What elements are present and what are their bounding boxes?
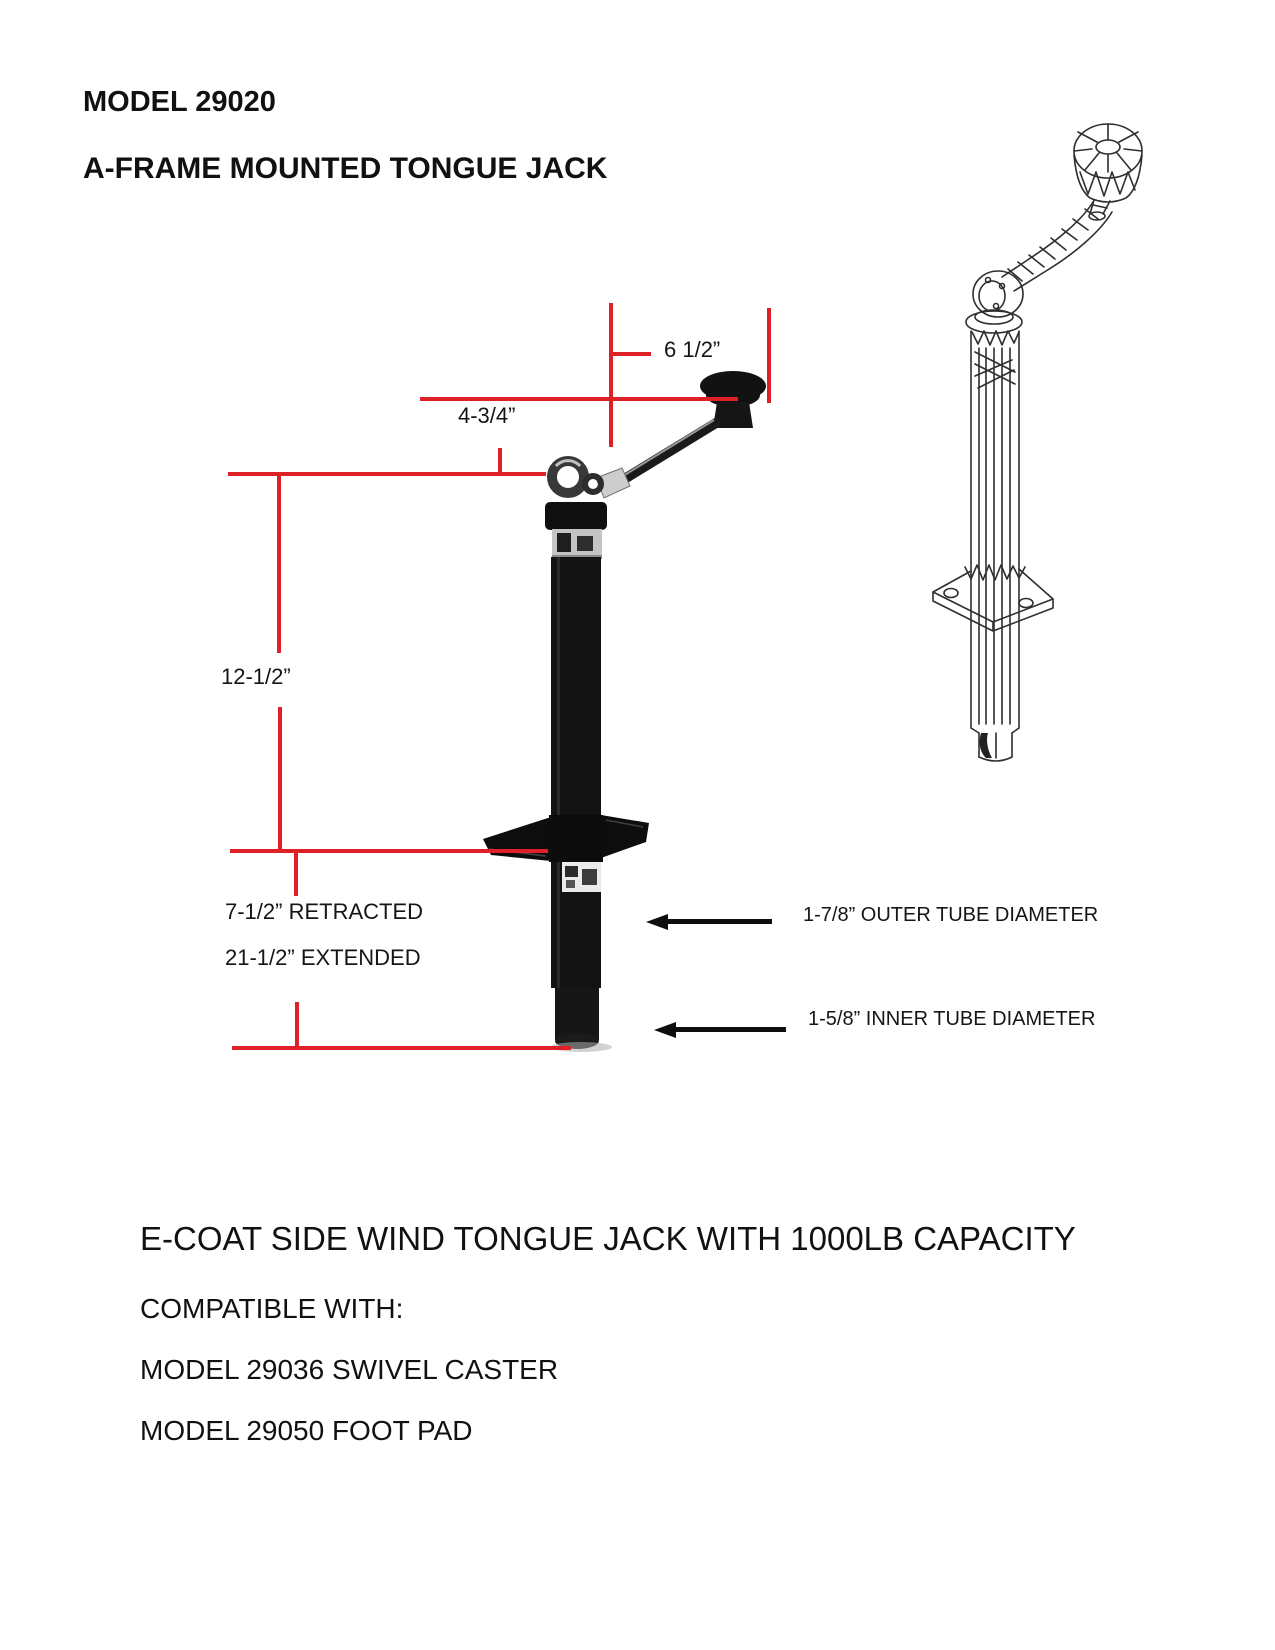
outer-tube bbox=[551, 557, 601, 988]
compatible-heading: COMPATIBLE WITH: bbox=[140, 1293, 404, 1324]
inner-tube-drawing bbox=[970, 727, 1020, 762]
dim-label-handle-height: 6 1/2” bbox=[664, 337, 721, 362]
dim-label-inner-tube: 1-5/8” INNER TUBE DIAMETER bbox=[808, 1008, 1096, 1030]
mounting-bracket bbox=[483, 815, 649, 862]
dim-line-bracket bbox=[230, 849, 548, 853]
dim-label-body-length: 12-1/2” bbox=[221, 664, 291, 689]
dim-tick-handle-height bbox=[613, 352, 651, 356]
crank-handle bbox=[595, 418, 721, 499]
crank-arm-drawing bbox=[1001, 201, 1113, 292]
dim-line-body-upper bbox=[277, 476, 281, 653]
dim-tick-retracted bbox=[294, 853, 298, 896]
jack-photo bbox=[483, 371, 766, 1052]
compatible-item-foot-pad: MODEL 29050 FOOT PAD bbox=[140, 1415, 473, 1446]
dim-tick-extended bbox=[295, 1002, 299, 1049]
dim-line-handle-offset bbox=[420, 397, 738, 401]
pull-ring bbox=[547, 456, 604, 498]
dim-label-retracted: 7-1/2” RETRACTED bbox=[225, 899, 424, 924]
product-headline: E-COAT SIDE WIND TONGUE JACK WITH 1000LB… bbox=[140, 1220, 1076, 1257]
dim-label-handle-offset: 4-3/4” bbox=[458, 403, 516, 428]
dim-tick-offset-end bbox=[498, 448, 502, 476]
product-name-title: A-FRAME MOUNTED TONGUE JACK bbox=[83, 152, 608, 185]
dim-line-knob-vertical bbox=[767, 308, 771, 403]
inner-tube bbox=[550, 988, 612, 1052]
jack-line-drawing bbox=[932, 123, 1143, 762]
fluted-tube-drawing bbox=[970, 330, 1020, 729]
model-number-title: MODEL 29020 bbox=[83, 86, 276, 118]
dim-line-body-top bbox=[228, 472, 546, 476]
crank-knob bbox=[700, 371, 766, 428]
gear-housing bbox=[545, 502, 607, 559]
compatible-item-swivel-caster: MODEL 29036 SWIVEL CASTER bbox=[140, 1354, 559, 1385]
swivel-joint-drawing bbox=[965, 270, 1024, 346]
crank-wheel-drawing bbox=[1073, 123, 1143, 221]
dim-label-outer-tube: 1-7/8” OUTER TUBE DIAMETER bbox=[803, 904, 1099, 926]
dim-line-body-lower bbox=[278, 707, 282, 853]
mounting-plate-drawing bbox=[932, 564, 1054, 632]
dim-label-extended: 21-1/2” EXTENDED bbox=[225, 945, 421, 970]
product-label bbox=[562, 862, 601, 892]
dim-line-foot bbox=[232, 1046, 571, 1050]
dim-line-handle-vertical bbox=[609, 303, 613, 447]
